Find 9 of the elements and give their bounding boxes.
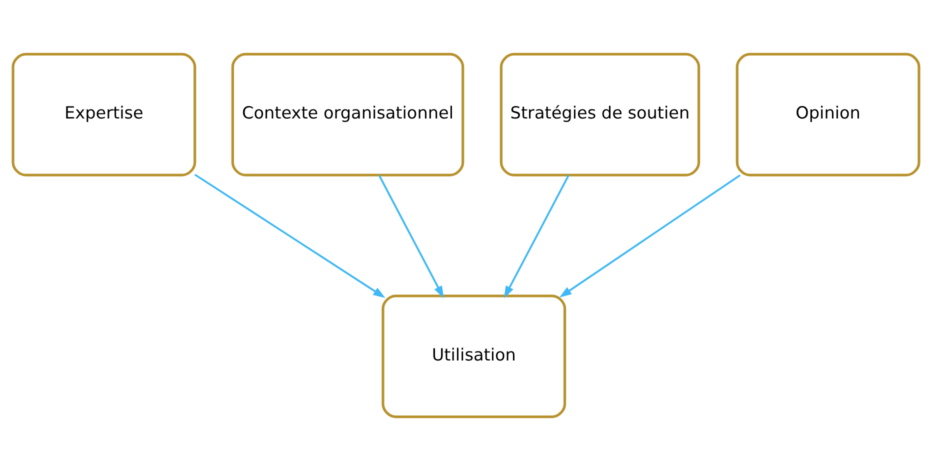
arrow (378, 174, 444, 298)
node-box: Contexte organisationnel (231, 52, 464, 176)
node-box: Stratégies de soutien (500, 52, 700, 176)
arrow (559, 174, 741, 297)
node-box: Utilisation (382, 294, 566, 418)
arrow (194, 173, 386, 298)
node-box: Expertise (12, 52, 196, 176)
node-box: Opinion (736, 52, 920, 176)
arrow (504, 174, 570, 298)
